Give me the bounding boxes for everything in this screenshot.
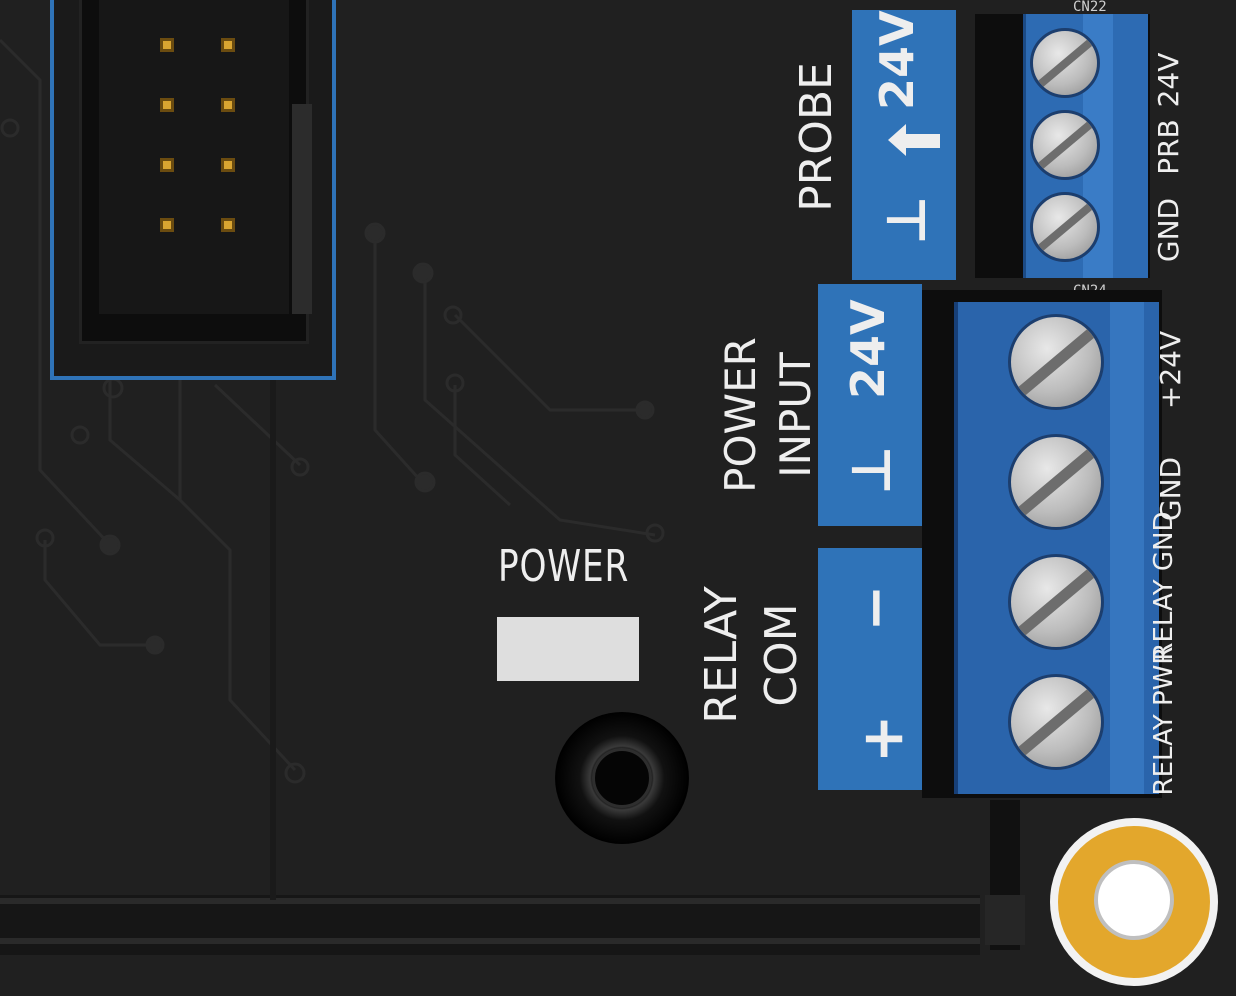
header-pin: [221, 218, 235, 232]
relay-minus-symbol: −: [843, 584, 908, 632]
header-pin: [160, 38, 174, 52]
arrow-up-icon: [888, 124, 940, 156]
power-input-tab: 24V ⊥: [818, 284, 922, 526]
power-input-24v-label: 24V: [841, 299, 895, 399]
probe-gnd-symbol: ⊥: [875, 195, 938, 245]
cn22-screw[interactable]: [1030, 192, 1100, 262]
header-pin: [221, 38, 235, 52]
cn22-screw[interactable]: [1030, 28, 1100, 98]
probe-24v-label: 24V: [870, 10, 924, 110]
power-input-gnd-symbol: ⊥: [840, 445, 903, 495]
cn24-pin-relay-pwr: RELAY PWR: [1149, 646, 1179, 796]
power-input-label-line1: POWER: [716, 337, 765, 493]
mounting-hole: [1050, 818, 1218, 986]
relay-com-label-line2: COM: [756, 603, 807, 707]
power-led-indicator: [497, 617, 639, 681]
cn22-pin-prb: PRB: [1152, 119, 1185, 175]
cn24-screw[interactable]: [1008, 554, 1104, 650]
cn22-pin-gnd: GND: [1152, 197, 1185, 263]
relay-com-label-line1: RELAY: [696, 586, 747, 724]
power-label: POWER: [498, 541, 630, 592]
cn24-screw[interactable]: [1008, 674, 1104, 770]
standoff-hole: [555, 712, 689, 844]
header-pin: [160, 98, 174, 112]
relay-com-tab: − +: [818, 548, 922, 790]
cn22-screw[interactable]: [1030, 110, 1100, 180]
idc-header: [50, 0, 336, 380]
header-pin: [160, 158, 174, 172]
cn24-pin-plus24v: +24V: [1154, 330, 1187, 410]
cn24-screw[interactable]: [1008, 314, 1104, 410]
header-pin: [221, 158, 235, 172]
cn22-ref: CN22: [1073, 0, 1107, 15]
cn24-screw[interactable]: [1008, 434, 1104, 530]
probe-tab: 24V ⊥: [852, 10, 956, 280]
probe-label: PROBE: [791, 62, 842, 212]
header-pin: [160, 218, 174, 232]
header-pin: [221, 98, 235, 112]
relay-plus-symbol: +: [859, 703, 909, 771]
